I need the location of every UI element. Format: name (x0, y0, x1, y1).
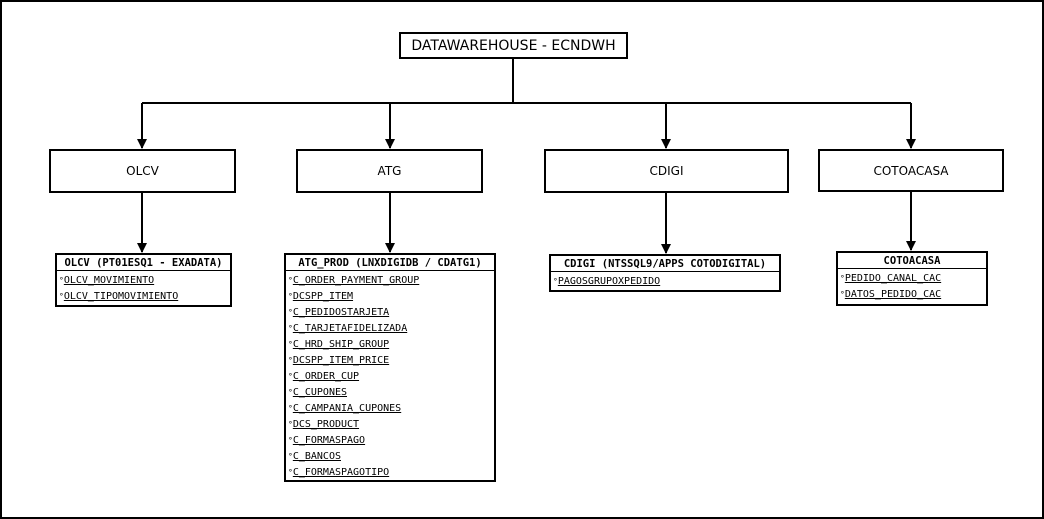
key-marker: ° (59, 292, 64, 301)
table-cdigi[interactable]: CDIGI (NTSSQL9/APPS COTODIGITAL) °PAGOSG… (549, 254, 781, 292)
key-marker: ° (59, 276, 64, 285)
table-column-row: °DCS_PRODUCT (288, 417, 492, 433)
column-name: PEDIDO_CANAL_CAC (844, 273, 942, 284)
table-column-row: °DCSPP_ITEM_PRICE (288, 353, 492, 369)
table-atg[interactable]: ATG_PROD (LNXDIGIDB / CDATG1) °C_ORDER_P… (284, 253, 496, 482)
key-marker: ° (288, 436, 293, 445)
table-columns: °PEDIDO_CANAL_CAC °DATOS_PEDIDO_CAC (838, 269, 986, 305)
table-columns: °OLCV_MOVIMIENTO °OLCV_TIPOMOVIMIENTO (57, 271, 230, 307)
table-column-row: °C_BANCOS (288, 449, 492, 465)
column-name: C_ORDER_CUP (292, 371, 360, 382)
source-node-label: CDIGI (649, 164, 684, 178)
source-node-label: OLCV (126, 164, 159, 178)
table-column-row: °C_ORDER_PAYMENT_GROUP (288, 273, 492, 289)
column-name: OLCV_MOVIMIENTO (63, 275, 155, 286)
key-marker: ° (288, 292, 293, 301)
key-marker: ° (288, 340, 293, 349)
table-title: ATG_PROD (LNXDIGIDB / CDATG1) (286, 255, 494, 271)
table-columns: °PAGOSGRUPOXPEDIDO (551, 272, 779, 292)
key-marker: ° (288, 308, 293, 317)
source-node-atg[interactable]: ATG (296, 149, 483, 193)
source-node-olcv[interactable]: OLCV (49, 149, 236, 193)
key-marker: ° (288, 324, 293, 333)
key-marker: ° (288, 276, 293, 285)
column-name: C_TARJETAFIDELIZADA (292, 323, 408, 334)
column-name: C_FORMASPAGOTIPO (292, 467, 390, 478)
table-column-row: °C_PEDIDOSTARJETA (288, 305, 492, 321)
table-title: OLCV (PT01ESQ1 - EXADATA) (57, 255, 230, 271)
column-name: DCSPP_ITEM (292, 291, 354, 302)
column-name: C_ORDER_PAYMENT_GROUP (292, 275, 420, 286)
key-marker: ° (553, 277, 558, 286)
column-name: DCS_PRODUCT (292, 419, 360, 430)
table-column-row: °PEDIDO_CANAL_CAC (840, 271, 984, 287)
table-cotoacasa[interactable]: COTOACASA °PEDIDO_CANAL_CAC °DATOS_PEDID… (836, 251, 988, 306)
column-name: OLCV_TIPOMOVIMIENTO (63, 291, 179, 302)
key-marker: ° (840, 290, 845, 299)
key-marker: ° (288, 372, 293, 381)
column-name: C_HRD_SHIP_GROUP (292, 339, 390, 350)
table-column-row: °OLCV_MOVIMIENTO (59, 273, 228, 289)
key-marker: ° (840, 274, 845, 283)
table-column-row: °C_CAMPANIA_CUPONES (288, 401, 492, 417)
table-column-row: °C_FORMASPAGO (288, 433, 492, 449)
column-name: C_BANCOS (292, 451, 341, 462)
table-olcv[interactable]: OLCV (PT01ESQ1 - EXADATA) °OLCV_MOVIMIEN… (55, 253, 232, 307)
column-name: DCSPP_ITEM_PRICE (292, 355, 390, 366)
column-name: DATOS_PEDIDO_CAC (844, 289, 942, 300)
table-title: CDIGI (NTSSQL9/APPS COTODIGITAL) (551, 256, 779, 272)
table-column-row: °DATOS_PEDIDO_CAC (840, 287, 984, 303)
column-name: C_CUPONES (292, 387, 348, 398)
source-node-cdigi[interactable]: CDIGI (544, 149, 789, 193)
table-columns: °C_ORDER_PAYMENT_GROUP °DCSPP_ITEM °C_PE… (286, 271, 494, 483)
column-name: PAGOSGRUPOXPEDIDO (557, 276, 661, 287)
key-marker: ° (288, 420, 293, 429)
column-name: C_FORMASPAGO (292, 435, 366, 446)
table-column-row: °C_ORDER_CUP (288, 369, 492, 385)
table-title: COTOACASA (838, 253, 986, 269)
table-column-row: °C_CUPONES (288, 385, 492, 401)
key-marker: ° (288, 356, 293, 365)
root-node[interactable]: DATAWAREHOUSE - ECNDWH (399, 32, 628, 59)
table-column-row: °C_TARJETAFIDELIZADA (288, 321, 492, 337)
table-column-row: °DCSPP_ITEM (288, 289, 492, 305)
column-name: C_PEDIDOSTARJETA (292, 307, 390, 318)
table-column-row: °C_FORMASPAGOTIPO (288, 465, 492, 481)
key-marker: ° (288, 468, 293, 477)
source-node-cotoacasa[interactable]: COTOACASA (818, 149, 1004, 192)
source-node-label: COTOACASA (873, 163, 949, 178)
column-name: C_CAMPANIA_CUPONES (292, 403, 402, 414)
table-column-row: °OLCV_TIPOMOVIMIENTO (59, 289, 228, 305)
source-node-label: ATG (377, 164, 402, 178)
key-marker: ° (288, 404, 293, 413)
table-column-row: °PAGOSGRUPOXPEDIDO (553, 274, 777, 290)
key-marker: ° (288, 452, 293, 461)
key-marker: ° (288, 388, 293, 397)
root-node-label: DATAWAREHOUSE - ECNDWH (411, 37, 616, 54)
table-column-row: °C_HRD_SHIP_GROUP (288, 337, 492, 353)
